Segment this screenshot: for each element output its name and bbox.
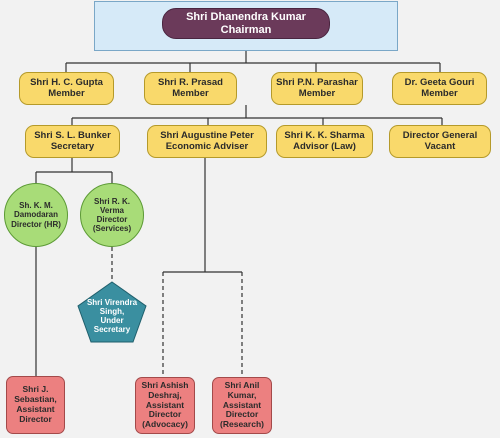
director-line: (Services) [92,224,132,234]
director-line: Shri R. K. [93,196,130,206]
chairman-box: Shri Dhanendra Kumar Chairman [162,8,330,39]
director-hr-circle: Sh. K. M. Damodaran Director (HR) [4,183,68,247]
chairman-title: Chairman [220,23,272,36]
officer-title: Secretary [50,140,95,152]
assistant-director-box: Shri J. Sebastian, Assistant Director [6,376,65,434]
member-name: Shri H. C. Gupta [30,76,103,88]
member-name: Shri R. Prasad [158,76,223,88]
under-secretary-pentagon [77,281,147,343]
officer-title: Vacant [424,140,456,152]
assistant-line: Deshraj, [148,389,182,400]
member-title: Member [48,87,85,99]
assistant-line: Sebastian, [14,394,57,405]
assistant-line: Director [225,409,259,420]
assistant-line: (Advocacy) [142,419,188,430]
member-name: Shri P.N. Parashar [276,76,358,88]
under-secretary-line: Under [100,316,124,325]
officer-name: Shri Augustine Peter [160,129,254,141]
member-name: Dr. Geeta Gouri [404,76,475,88]
assistant-line: (Research) [220,419,264,430]
under-secretary-line: Secretary [93,325,131,335]
member-title: Member [421,87,458,99]
officer-name: Shri S. L. Bunker [34,129,111,141]
director-line: Director [96,215,128,224]
director-line: Verma [99,205,125,215]
assistant-line: Assistant [222,399,262,410]
assistant-line: Director [19,413,52,424]
pentagon-shape [77,281,147,343]
under-secretary-label: Shri Virendra Singh, Under Secretary [78,292,146,340]
chairman-name: Shri Dhanendra Kumar [186,10,306,23]
assistant-line: Shri Anil [224,380,260,391]
director-services-circle: Shri R. K. Verma Director (Services) [80,183,144,247]
assistant-line: Director [148,409,182,420]
assistant-line: Shri Ashish [141,380,189,391]
officer-title: Economic Adviser [165,140,249,152]
officer-title: Advisor (Law) [293,140,356,152]
under-secretary-line: Shri Virendra [86,297,138,307]
assistant-line: Assistant [16,404,55,414]
officer-name: Director General [402,129,478,141]
assistant-line: Kumar, [227,389,257,400]
member-title: Member [172,87,209,99]
director-line: Sh. K. M. [19,201,53,211]
member-title: Member [298,87,336,99]
under-secretary-line: Singh, [99,306,125,316]
officer-name: Shri K. K. Sharma [284,129,365,141]
assistant-line: Shri J. [22,384,49,395]
director-line: Damodaran [13,210,58,220]
assistant-director-box: Shri Anil Kumar, Assistant Director (Res… [212,377,272,434]
assistant-line: Assistant [145,399,185,410]
assistant-director-box: Shri Ashish Deshraj, Assistant Director … [135,377,195,434]
director-line: Director (HR) [11,219,61,229]
